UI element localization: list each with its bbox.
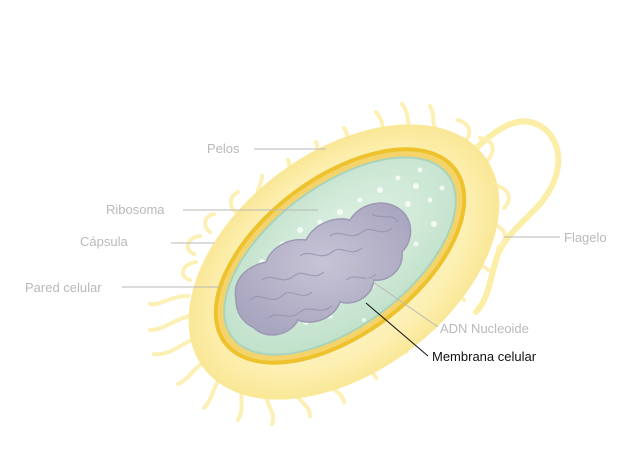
nucleoid: [234, 202, 412, 336]
label-adn-nucleoide: ADN Nucleoide: [440, 321, 529, 336]
label-capsula: Cápsula: [80, 234, 128, 249]
label-flagelo: Flagelo: [564, 230, 607, 245]
label-membrana-celular: Membrana celular: [432, 349, 537, 364]
leader-membrana-celular: [365, 302, 429, 357]
flagellum: [463, 118, 562, 315]
leader-lines: [122, 148, 560, 328]
label-ribosoma: Ribosoma: [106, 202, 165, 217]
label-pared-celular: Pared celular: [25, 280, 102, 295]
label-pelos: Pelos: [207, 141, 240, 156]
leader-adn-nucleoide: [349, 265, 439, 328]
